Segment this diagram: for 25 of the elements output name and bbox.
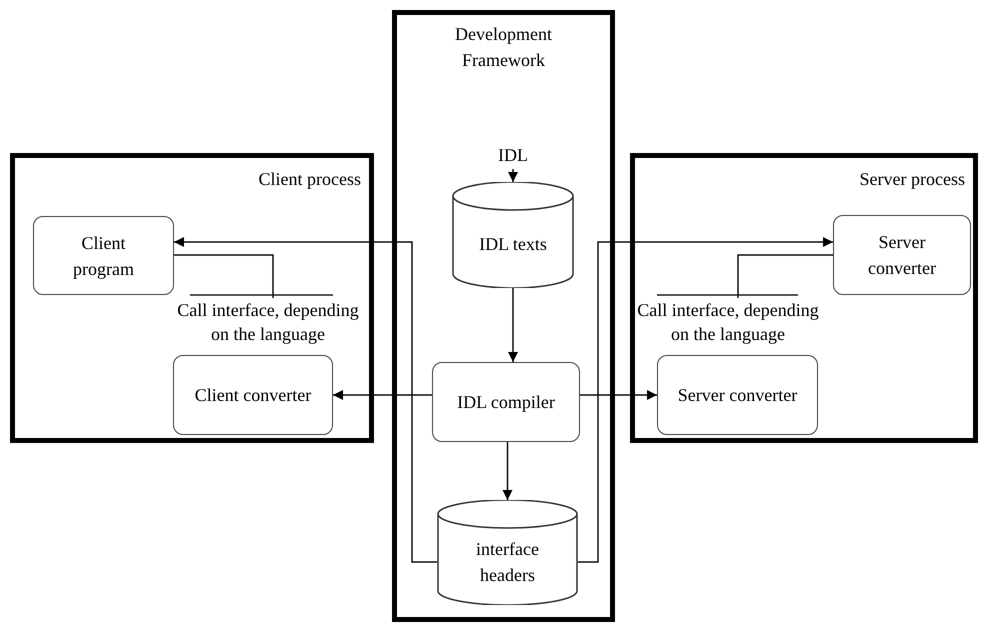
frame-heading: Server process — [860, 168, 965, 190]
arrow — [508, 169, 518, 182]
arrow — [502, 442, 512, 500]
leader-line — [174, 254, 274, 298]
arrow — [578, 237, 833, 563]
annotation-text: Call interface, depending on the language — [168, 298, 368, 350]
process-box: IDL compiler — [432, 362, 580, 442]
process-box: Client program — [33, 216, 174, 295]
process-box: Client converter — [173, 355, 333, 435]
arrow — [174, 237, 437, 563]
database-cylinder: IDL texts — [452, 182, 574, 288]
frame-heading: Client process — [258, 168, 361, 190]
process-frame — [10, 153, 374, 443]
arrow — [508, 288, 518, 362]
framework-frame — [392, 10, 615, 622]
database-cylinder: interface headers — [437, 500, 578, 605]
arrow — [333, 390, 432, 400]
annotation-text: Call interface, depending on the language — [628, 298, 828, 350]
process-box: Server converter — [833, 215, 971, 295]
arrow — [580, 390, 657, 400]
frame-heading: Development Framework — [454, 23, 553, 72]
process-box: Server converter — [657, 355, 818, 435]
process-frame — [630, 153, 978, 443]
leader-line — [737, 254, 833, 298]
input-label: IDL — [487, 143, 539, 169]
